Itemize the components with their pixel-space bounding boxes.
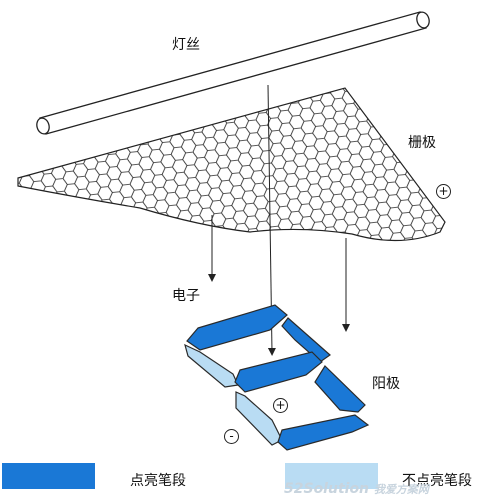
grid-plus-sign: + <box>436 184 451 199</box>
legend-swatch-unlit <box>285 463 378 489</box>
grid-label: 栅极 <box>408 135 436 151</box>
anode-plus-sign: + <box>273 398 288 413</box>
filament-tube <box>36 11 430 135</box>
watermark: 52Solution 我爱方案网 <box>284 481 429 497</box>
watermark-latin: 52Solution <box>284 481 370 497</box>
grid-mesh <box>17 87 446 242</box>
segment-top <box>186 304 288 351</box>
filament-label: 灯丝 <box>172 37 200 53</box>
segment-top-right <box>281 317 331 363</box>
segment-bottom <box>277 414 370 451</box>
legend-label-lit: 点亮笔段 <box>130 473 186 489</box>
legend-swatch-lit <box>2 463 95 489</box>
watermark-chinese: 我爱方案网 <box>373 483 429 496</box>
legend-label-unlit: 不点亮笔段 <box>402 473 472 489</box>
anode-label: 阳极 <box>372 376 400 392</box>
segment-middle <box>234 351 323 393</box>
segment-top-left <box>184 343 239 388</box>
electron-label: 电子 <box>172 288 200 304</box>
segment-bottom-right <box>314 365 366 413</box>
seven-segment-display <box>184 304 370 451</box>
filament-minus-sign: - <box>224 429 239 444</box>
